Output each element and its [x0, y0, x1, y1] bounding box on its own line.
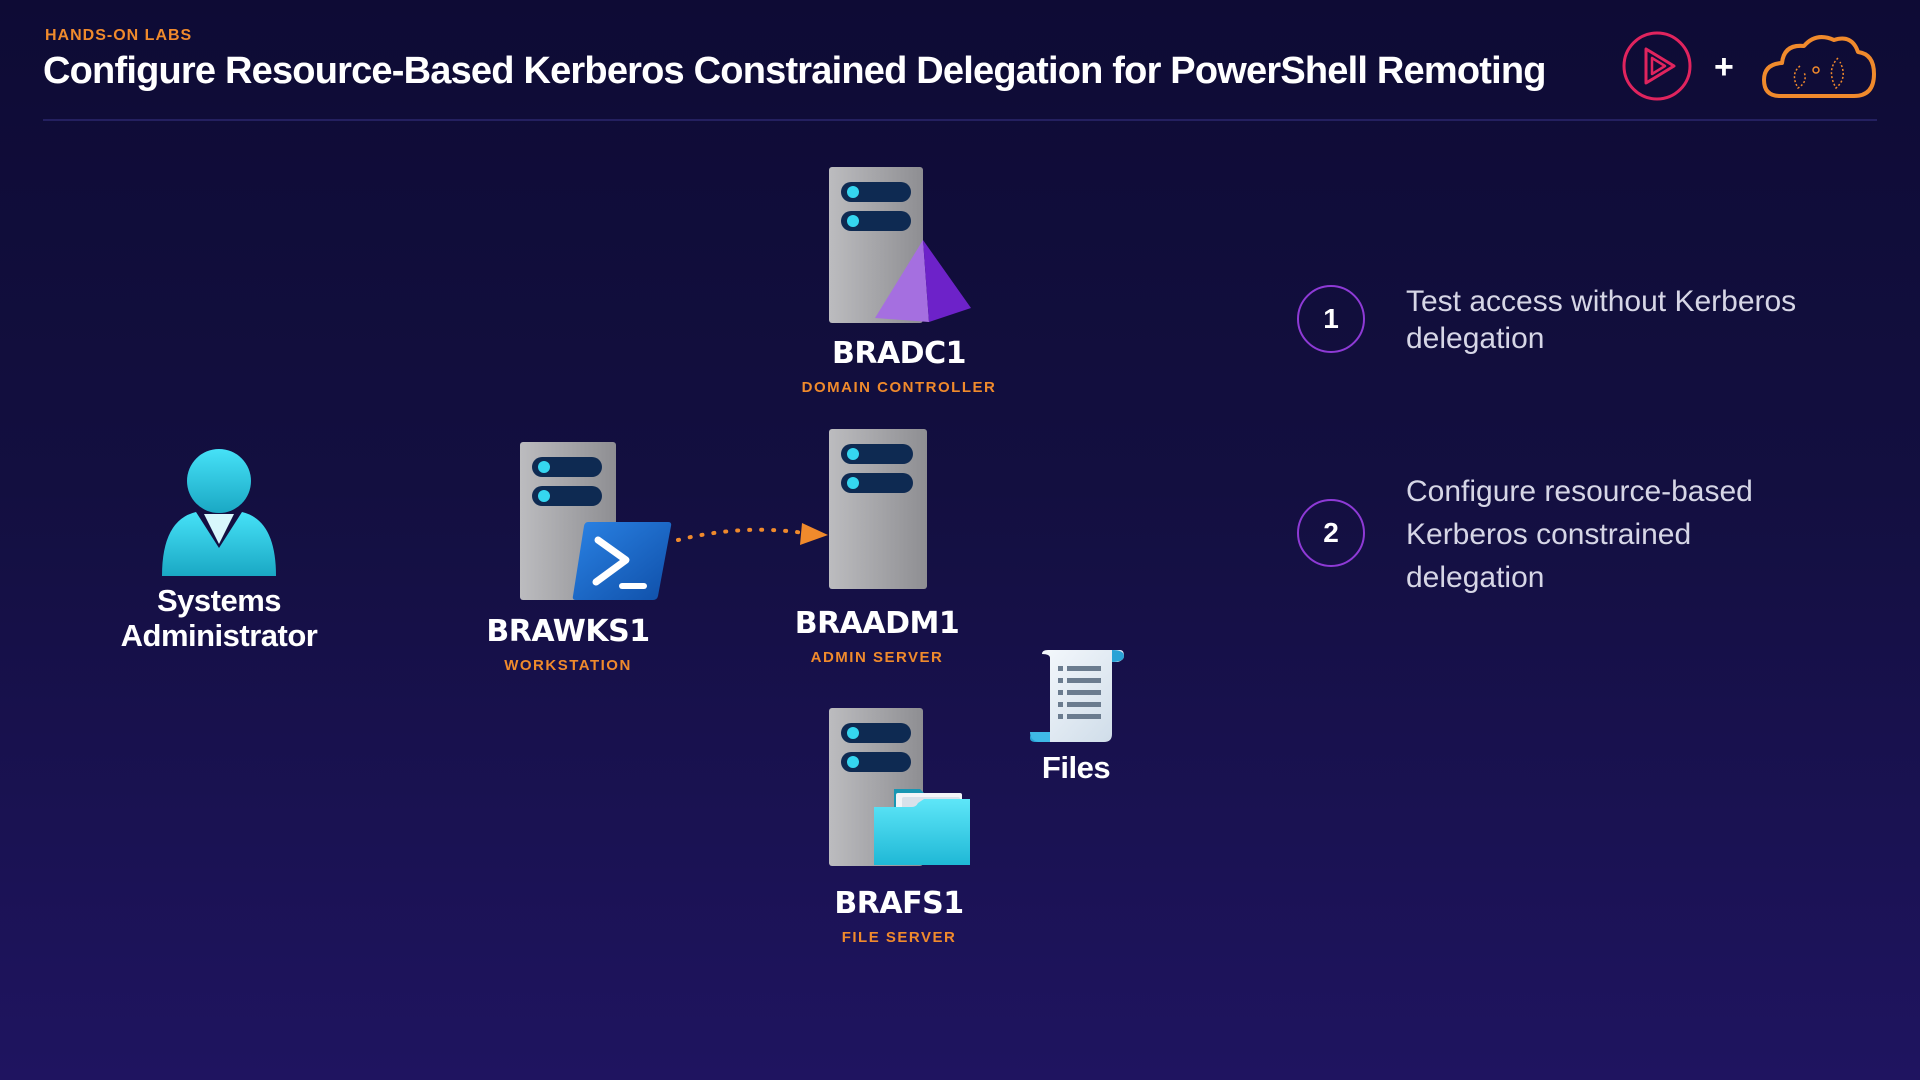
step-2-badge: 2 [1297, 499, 1365, 567]
step-1-text: Test access without Kerberos delegation [1406, 285, 1797, 355]
braadm1-name: BRAADM1 [794, 606, 960, 641]
bradc1-name: BRADC1 [832, 336, 966, 371]
page-title: Configure Resource-Based Kerberos Constr… [43, 50, 1547, 92]
header-divider [43, 119, 1877, 121]
step-2-text: Configure resource-based Kerberos constr… [1406, 475, 1753, 594]
step-1-badge: 1 [1297, 285, 1365, 353]
brawks1-role: WORKSTATION [504, 657, 632, 674]
brafs1-name: BRAFS1 [834, 886, 964, 921]
cloud-logo-icon [1760, 30, 1878, 102]
braadm1-server-icon [827, 427, 931, 591]
brafs1-role: FILE SERVER [841, 929, 957, 946]
document-scroll-icon [1028, 648, 1126, 744]
braadm1-role: ADMIN SERVER [810, 649, 944, 666]
powershell-icon [572, 520, 672, 602]
user-icon [160, 448, 280, 576]
systems-administrator-label: Systems Administrator [120, 583, 318, 653]
bradc1-role: DOMAIN CONTROLLER [801, 379, 997, 396]
eyebrow-label: HANDS-ON LABS [45, 27, 193, 44]
plus-sign: + [1714, 48, 1734, 86]
brawks1-name: BRAWKS1 [486, 614, 650, 649]
folder-icon [872, 785, 972, 867]
files-label: Files [1041, 750, 1111, 785]
remoting-arrow [672, 516, 832, 556]
pyramid-icon [873, 238, 973, 324]
play-logo-icon [1622, 31, 1692, 101]
